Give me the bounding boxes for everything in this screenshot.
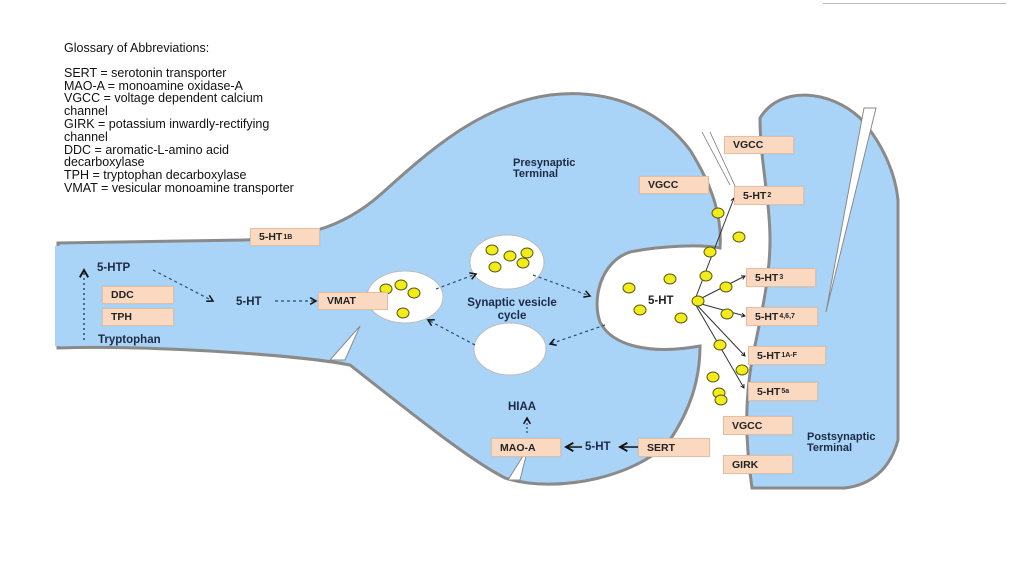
5htp-label: 5-HTP bbox=[97, 262, 131, 274]
cycle-arrow-3 bbox=[548, 324, 606, 346]
vgcc-top-box: VGCC bbox=[724, 136, 794, 154]
5ht-cytoplasm-label: 5-HT bbox=[236, 296, 262, 308]
serotonin-molecule bbox=[485, 244, 499, 256]
glossary-line: DDC = aromatic-L-amino acid bbox=[64, 142, 229, 157]
serotonin-molecule bbox=[711, 207, 725, 219]
receptor-name: 5-HT bbox=[757, 385, 781, 398]
serotonin-molecule bbox=[735, 364, 749, 376]
serotonin-molecule bbox=[713, 339, 727, 351]
arrow-to-5ht1af bbox=[693, 301, 746, 357]
serotonin-molecule bbox=[703, 246, 717, 258]
glossary-line: GIRK = potassium inwardly-rectifying bbox=[64, 116, 270, 131]
serotonin-molecule bbox=[714, 394, 728, 406]
receptor-name: 5-HT bbox=[259, 231, 283, 243]
glossary-line: channel bbox=[64, 104, 108, 119]
serotonin-molecule bbox=[520, 247, 534, 259]
mao-a-box: MAO-A bbox=[491, 438, 561, 457]
serotonin-molecules bbox=[379, 207, 749, 406]
ddc-box: DDC bbox=[102, 286, 174, 304]
serotonin-molecule bbox=[674, 312, 688, 324]
postsynaptic-label-line2: Terminal bbox=[807, 442, 853, 454]
serotonin-molecule bbox=[488, 261, 502, 273]
5ht-reuptake-label: 5-HT bbox=[585, 441, 611, 453]
receptor-name: 5-HT bbox=[743, 189, 767, 202]
serotonin-molecule bbox=[706, 371, 720, 383]
serotonin-molecule bbox=[699, 270, 713, 282]
tph-box: TPH bbox=[102, 308, 174, 326]
vesicle-empty bbox=[473, 322, 547, 376]
cycle-arrow-2 bbox=[532, 274, 592, 298]
presynaptic-terminal-label: Presynaptic Terminal bbox=[513, 158, 575, 180]
receptor-name: 5-HT bbox=[755, 310, 779, 323]
glossary-line: TPH = tryptophan decarboxylase bbox=[64, 168, 247, 183]
serotonin-molecule bbox=[516, 257, 530, 269]
5ht-cleft-label: 5-HT bbox=[648, 295, 674, 307]
receptor-subtype: 5a bbox=[781, 388, 790, 395]
sert-box: SERT bbox=[638, 438, 710, 457]
5htp-to-5ht-arrow bbox=[152, 269, 215, 303]
vesicle-cycle-label: Synaptic vesicle cycle bbox=[460, 297, 564, 323]
serotonin-molecule bbox=[719, 281, 733, 293]
receptor-name: 5-HT bbox=[755, 271, 779, 284]
serotonin-molecule bbox=[691, 295, 705, 307]
axon-notch bbox=[328, 325, 361, 361]
serotonin-molecule bbox=[663, 273, 677, 285]
presynaptic-label-line1: Presynaptic bbox=[513, 157, 576, 169]
cycle-arrow-4 bbox=[426, 319, 476, 346]
presynaptic-label-line2: Terminal bbox=[513, 168, 559, 180]
receptor-subtype: 4,6,7 bbox=[779, 313, 795, 320]
glossary-line: decarboxylase bbox=[64, 155, 145, 170]
tryptophan-label: Tryptophan bbox=[98, 334, 161, 346]
vesicle-cycle-line2: cycle bbox=[497, 310, 527, 322]
vgcc-postsynaptic-box: VGCC bbox=[723, 416, 793, 435]
serotonin-molecule bbox=[396, 307, 410, 319]
glossary-line: VGCC = voltage dependent calcium bbox=[64, 91, 264, 106]
receptor-subtype: 2 bbox=[767, 192, 772, 199]
glossary-line: VMAT = vesicular monoamine transporter bbox=[64, 180, 294, 195]
serotonin-molecule bbox=[394, 279, 408, 291]
serotonin-molecule bbox=[633, 304, 647, 316]
glossary-line: SERT = serotonin transporter bbox=[64, 65, 227, 80]
glossary-line: channel bbox=[64, 129, 108, 144]
vesicle-cycle-line1: Synaptic vesicle bbox=[467, 297, 557, 309]
cycle-arrow-1 bbox=[435, 272, 478, 290]
serotonin-molecule bbox=[622, 282, 636, 294]
postsynaptic-label-line1: Postsynaptic bbox=[807, 431, 876, 443]
postsynaptic-terminal-label: Postsynaptic Terminal bbox=[807, 432, 875, 454]
glossary-title: Glossary of Abbreviations: bbox=[64, 41, 210, 55]
serotonin-molecule bbox=[503, 250, 517, 262]
receptor-subtype: 3 bbox=[779, 274, 784, 281]
vgcc-presynaptic-box: VGCC bbox=[639, 176, 709, 194]
top-divider-line bbox=[823, 3, 1006, 4]
girk-box: GIRK bbox=[723, 455, 793, 474]
serotonin-molecule bbox=[720, 308, 734, 320]
glossary: Glossary of Abbreviations: SERT = seroto… bbox=[64, 42, 294, 195]
glossary-line: MAO-A = monoamine oxidase-A bbox=[64, 78, 243, 93]
receptor-subtype: 1B bbox=[283, 233, 293, 241]
postsynaptic-notch bbox=[825, 107, 877, 313]
receptor-subtype: 1A-F bbox=[781, 352, 797, 359]
serotonin-molecule bbox=[732, 231, 746, 243]
serotonin-molecule bbox=[407, 287, 421, 299]
receptor-name: 5-HT bbox=[757, 349, 781, 362]
vmat-box: VMAT bbox=[318, 292, 388, 310]
hiaa-label: HIAA bbox=[508, 401, 537, 413]
vesicle-full bbox=[469, 234, 545, 290]
